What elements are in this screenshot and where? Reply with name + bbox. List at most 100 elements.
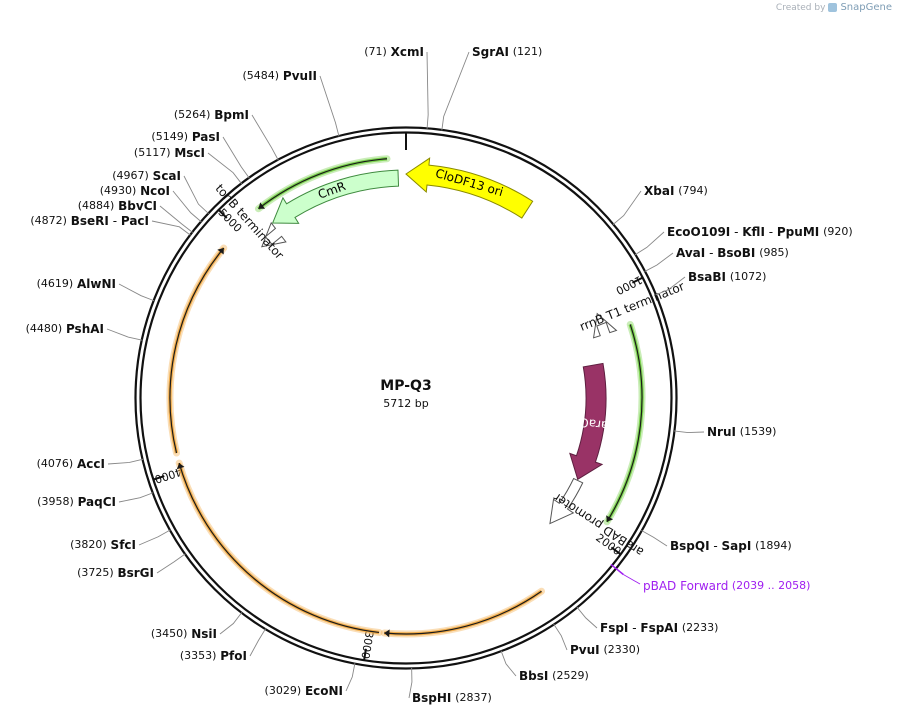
- site-bseri: (4872) BseRI - PacI: [30, 214, 191, 236]
- site-sfci: (3820) SfcI: [70, 529, 171, 552]
- site-label: (4076) AccI: [37, 457, 105, 471]
- site-label: (71) XcmI: [364, 45, 424, 59]
- site-ecoo109i: EcoO109I - KflI - PpuMI (920): [634, 225, 853, 256]
- site-avai: AvaI - BsoBI (985): [644, 246, 789, 272]
- site-leader-line: [441, 51, 470, 131]
- site-label: BsaBI (1072): [688, 270, 766, 284]
- tick-mark: [610, 546, 622, 556]
- site-label: (3725) BsrGI: [77, 566, 154, 580]
- site-leader-line: [319, 75, 340, 137]
- site-nrui: NruI (1539): [673, 425, 776, 439]
- plasmid-name: MP-Q3: [380, 378, 431, 394]
- site-leader-line: [408, 667, 413, 699]
- feature-arrow-arac: [569, 362, 607, 481]
- orf-arrowhead-icon: [217, 248, 224, 255]
- feature-arrow-clodf13-ori: [405, 157, 534, 219]
- site-bpmi: (5264) BpmI: [174, 108, 279, 161]
- site-label: BbsI (2529): [519, 669, 589, 683]
- site-bspqi: BspQI - SapI (1894): [641, 530, 792, 553]
- site-leader-line: [644, 252, 674, 272]
- site-label: PvuI (2330): [570, 643, 640, 657]
- site-label: XbaI (794): [644, 184, 708, 198]
- site-label: (4930) NcoI: [100, 184, 170, 198]
- feature-tonb-terminator: [261, 221, 287, 248]
- site-alwni: (4619) AlwNI: [37, 277, 155, 302]
- site-pfoi: (3353) PfoI: [180, 628, 267, 663]
- site-leader-line: [426, 51, 429, 129]
- site-leader-line: [156, 553, 186, 574]
- site-leader-line: [159, 205, 193, 233]
- tick-mark: [152, 475, 165, 481]
- primer-label: pBAD Forward (2039 .. 2058): [643, 579, 810, 593]
- tick-mark: [363, 648, 367, 661]
- site-leader-line: [673, 430, 705, 434]
- site-label: (5264) BpmI: [174, 108, 249, 122]
- tick-label: 3000: [358, 630, 375, 660]
- site-label: BspHI (2837): [412, 691, 492, 705]
- feature-arabad-promoter: [549, 477, 584, 525]
- site-label: SgrAI (121): [472, 45, 542, 59]
- feature-arrow-arabad-promoter: [549, 477, 584, 525]
- site-leader-line: [207, 152, 242, 185]
- orf-arrowhead-icon: [258, 202, 266, 209]
- orf-arc: [175, 459, 383, 636]
- site-label: EcoO109I - KflI - PpuMI (920): [667, 225, 853, 239]
- tick-mark: [631, 276, 644, 284]
- site-label: (4480) PshAI: [26, 322, 104, 336]
- primer-marker: [610, 563, 624, 576]
- site-label: BspQI - SapI (1894): [670, 539, 792, 553]
- site-label: FspI - FspAI (2233): [600, 621, 718, 635]
- backbone-outer-strand: [134, 126, 678, 670]
- site-xcmi: (71) XcmI: [364, 45, 429, 129]
- snapgene-credit: Created by SnapGene: [776, 2, 892, 13]
- site-leader-line: [612, 190, 642, 225]
- site-leader-line: [641, 530, 668, 547]
- orf-arrowhead-icon: [384, 629, 390, 638]
- site-leader-line: [251, 114, 279, 161]
- feature-arrow-tonb-terminator: [261, 221, 287, 248]
- site-leader-line: [634, 231, 665, 256]
- site-pvui: PvuI (2330): [553, 623, 640, 657]
- site-msci: (5117) MscI: [134, 146, 242, 185]
- orf-arrowhead-icon: [606, 515, 614, 522]
- site-leader-line: [151, 220, 191, 236]
- site-scai: (4967) ScaI: [112, 169, 209, 215]
- site-label: (4884) BbvCI: [78, 199, 157, 213]
- site-leader-line: [118, 492, 154, 503]
- site-leader-line: [576, 606, 598, 629]
- site-label: (3820) SfcI: [70, 538, 136, 552]
- site-leader-line: [172, 190, 202, 223]
- orf-arrowhead-icon: [176, 463, 185, 470]
- site-pshai: (4480) PshAI: [26, 322, 143, 341]
- site-label: (5484) PvuII: [243, 69, 318, 83]
- feature-clodf13-ori: CloDF13 ori: [405, 157, 534, 219]
- site-leader-line: [345, 663, 356, 692]
- site-label: (3029) EcoNI: [265, 684, 343, 698]
- orf-arc: [380, 587, 546, 638]
- site-leader-line: [655, 276, 686, 296]
- site-label: AvaI - BsoBI (985): [676, 246, 789, 260]
- site-label: (5149) PasI: [151, 130, 220, 144]
- feature-arrow-cmr: [271, 169, 400, 224]
- site-econi: (3029) EcoNI: [265, 663, 356, 698]
- site-label: (3958) PaqCI: [37, 495, 116, 509]
- site-label: (4872) BseRI - PacI: [30, 214, 149, 228]
- primer-pbad-forward: pBAD Forward (2039 .. 2058): [610, 563, 810, 593]
- orf-arc: [166, 244, 228, 457]
- site-leader-line: [500, 650, 517, 677]
- site-leader-line: [118, 283, 155, 302]
- site-paqci: (3958) PaqCI: [37, 492, 154, 509]
- site-leader-line: [138, 529, 171, 546]
- site-bsphi: BspHI (2837): [408, 667, 492, 705]
- credit-brand: SnapGene: [840, 2, 892, 13]
- site-bsabi: BsaBI (1072): [655, 270, 766, 296]
- site-acci: (4076) AccI: [37, 457, 144, 471]
- site-leader-line: [107, 458, 144, 465]
- tick-label: 1000: [614, 273, 645, 297]
- site-bbsi: BbsI (2529): [500, 650, 589, 683]
- tick-mark: [217, 208, 228, 219]
- orf-arc: [254, 155, 391, 213]
- credit-prefix: Created by: [775, 2, 826, 13]
- feature-label: araC: [579, 415, 609, 433]
